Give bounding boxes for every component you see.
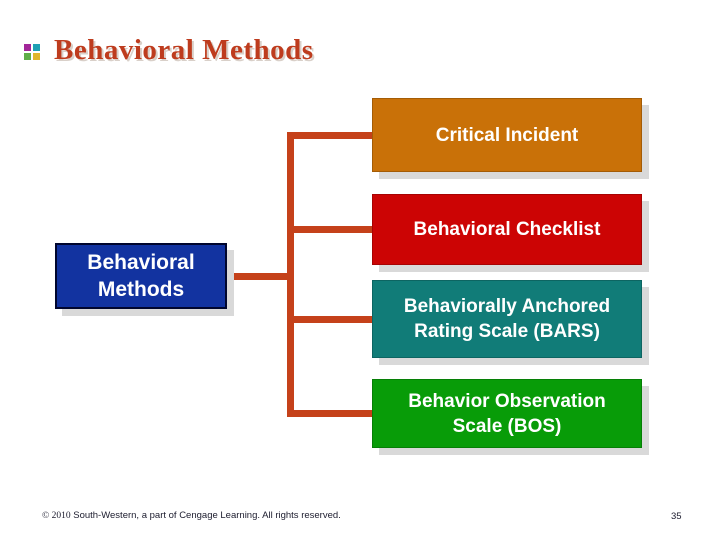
node-behavioral-methods: Behavioral Methods [55,243,227,309]
node-label: Critical Incident [435,124,579,146]
footer-copyright: © 2010 South-Western, a part of Cengage … [42,510,341,522]
copyright-year: © 2010 [42,511,71,521]
bullet-square-icon [33,44,40,51]
node-label: Behavioral Methods [87,251,195,301]
copyright-text: South-Western, a part of Cengage Learnin… [70,510,341,521]
node-bos: Behavior Observation Scale (BOS) [372,379,642,448]
connector-root-line [227,273,294,280]
node-label: Behavior Observation Scale (BOS) [408,390,606,437]
node-bars: Behaviorally Anchored Rating Scale (BARS… [372,280,642,358]
bullet-square-icon [24,53,31,60]
node-label: Behaviorally Anchored Rating Scale (BARS… [403,296,611,342]
node-behavioral-checklist: Behavioral Checklist [372,194,642,265]
node-critical-incident: Critical Incident [372,98,642,172]
title-bullet-icon [24,44,40,60]
bullet-square-icon [33,53,40,60]
node-label: Behavioral Checklist [413,219,601,240]
connector-trunk-line [287,132,294,417]
connector-branch-line [290,226,372,233]
connector-branch-line [290,132,372,139]
bullet-square-icon [24,44,31,51]
connector-branch-line [290,316,372,323]
page-number: 35 [671,511,682,522]
connector-branch-line [290,410,372,417]
page-title: Behavioral Methods [54,34,314,66]
